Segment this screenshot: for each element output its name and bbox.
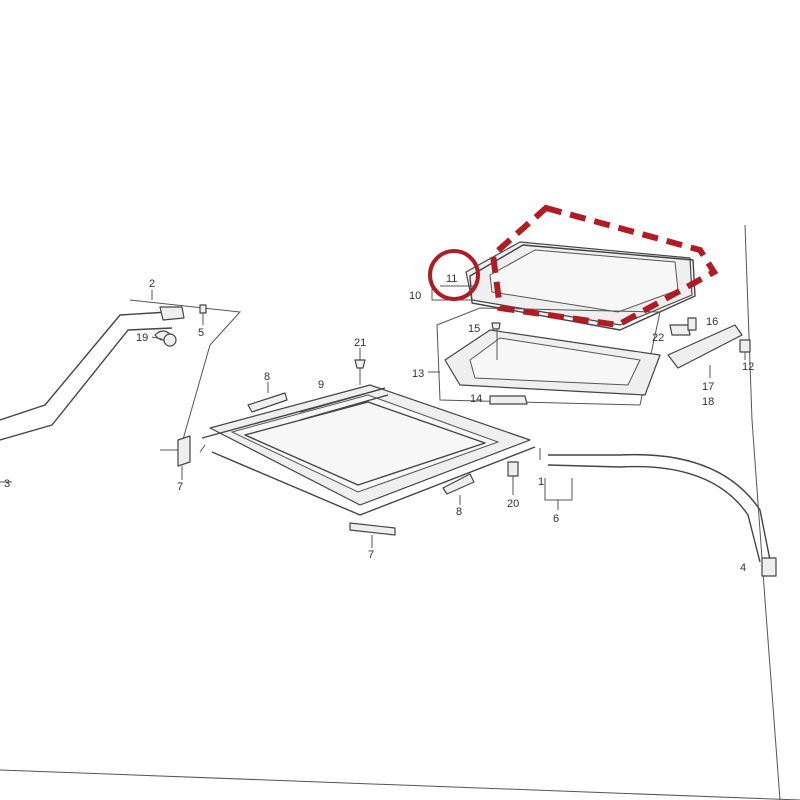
drain-tube-right [539, 448, 777, 577]
callout-labels: 1 2 3 4 5 6 7 7 8 8 9 10 11 12 13 14 15 … [4, 273, 754, 574]
guide-rail-17-18 [667, 324, 743, 378]
bracket-8-right [442, 473, 475, 505]
callout-14: 14 [470, 393, 482, 405]
bolt-20 [507, 461, 519, 495]
callout-9: 9 [318, 379, 324, 391]
callout-4: 4 [740, 562, 746, 574]
drain-tube-left [0, 306, 185, 441]
callout-6: 6 [553, 513, 559, 525]
page-edge-lines [0, 224, 800, 800]
bracket-8-left [247, 382, 288, 413]
callout-11: 11 [446, 273, 457, 285]
callout-19: 19 [136, 332, 148, 344]
callout-21: 21 [354, 337, 366, 349]
callout-7-left: 7 [177, 481, 183, 493]
callout-8-right: 8 [456, 506, 462, 518]
callout-1: 1 [538, 476, 544, 488]
glass-panel-10 [465, 241, 693, 326]
callout-22: 22 [652, 332, 664, 344]
callout-3: 3 [4, 478, 10, 490]
callout-20: 20 [507, 498, 519, 510]
sunshade-frame-13 [444, 329, 661, 396]
bolt-21 [354, 348, 366, 385]
callout-8-left: 8 [264, 371, 270, 383]
deflector-7-bottom [349, 522, 396, 548]
callout-12: 12 [742, 361, 754, 373]
callout-13: 13 [412, 368, 424, 380]
bracket-6 [544, 478, 573, 510]
callout-15: 15 [468, 323, 480, 335]
callout-16: 16 [706, 316, 718, 328]
callout-5: 5 [198, 327, 204, 339]
callout-7-bottom: 7 [368, 549, 374, 561]
clip-5 [199, 304, 207, 325]
cover-16-22 [669, 317, 697, 336]
weatherstrip-11 [469, 244, 696, 331]
clamp-19 [151, 333, 177, 347]
grommet-12 [739, 339, 751, 360]
highlight-circle-11 [428, 249, 480, 301]
main-frame-9 [199, 384, 536, 516]
handle-14 [489, 395, 528, 405]
callout-2: 2 [149, 278, 155, 290]
callout-18: 18 [702, 396, 714, 408]
callout-10: 10 [409, 290, 421, 302]
callout-17: 17 [702, 381, 714, 393]
clip-15 [491, 322, 501, 360]
highlight-overlay [428, 204, 719, 329]
deflector-7-left [177, 435, 191, 480]
highlight-dashed-outline [489, 204, 719, 329]
